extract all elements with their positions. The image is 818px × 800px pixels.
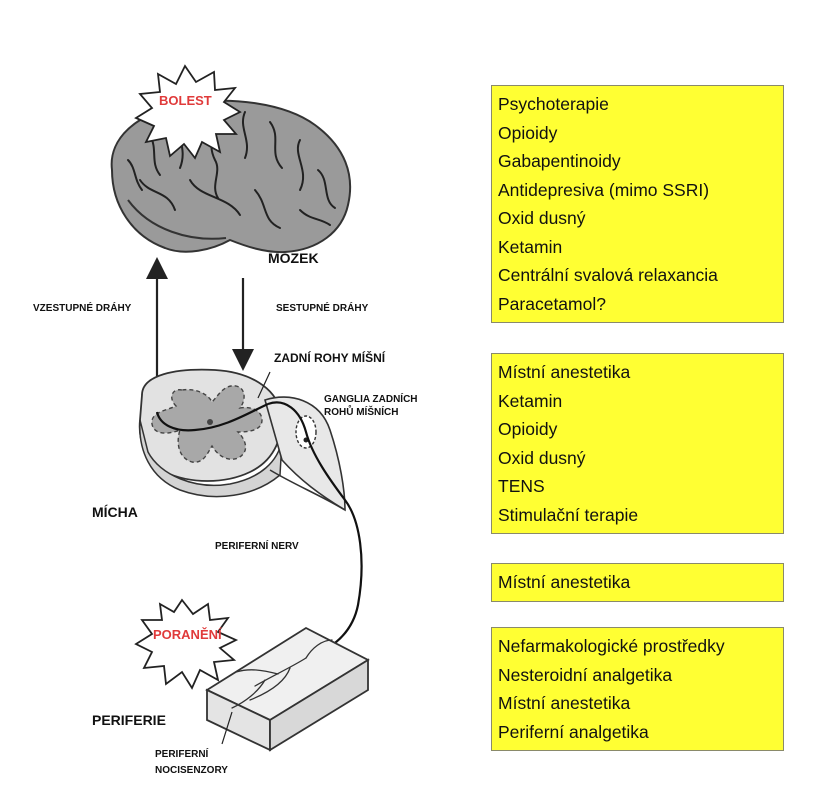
list-item: Ketamin [498,390,563,411]
descending-tracts-label: SESTUPNÉ DRÁHY [276,303,369,314]
list-item: Centrální svalová relaxancia [498,265,718,285]
list-item: Gabapentinoidy [498,151,621,171]
ascending-tract-line [155,402,269,432]
list-item: Místní anestetika [498,572,631,592]
dorsal-horns-label: ZADNÍ ROHY MÍŠNÍ [274,351,386,365]
list-item: Opioidy [498,122,558,143]
list-item: TENS [498,476,545,496]
list-item: Nesteroidní analgetika [498,664,673,685]
list-item: Oxid dusný [498,447,586,468]
list-item: Psychoterapie [498,94,609,114]
list-item: Oxid dusný [498,208,586,228]
mozek-label: MOZEK [268,250,319,266]
list-item: Antidepresiva (mimo SSRI) [498,179,710,200]
list-item: Místní anestetika [498,362,631,382]
peripheral-nerve-label: PERIFERNÍ NERV [215,541,299,552]
poraneni-label: PORANĚNÍ [153,627,222,642]
list-item: Ketamin [498,236,563,257]
skin-tissue-block [205,626,370,752]
ganglia-label-line1: GANGLIA ZADNÍCH [324,394,418,405]
nociceptors-leader [221,711,233,745]
list-item: Nefarmakologické prostředky [498,636,725,656]
bolest-burst [134,64,242,160]
periphery-treatments-box: Nefarmakologické prostředky Nesteroidní … [491,627,784,751]
micha-label: MÍCHA [92,504,138,520]
bolest-label: BOLEST [159,93,212,108]
nociceptors-label-line1: PERIFERNÍ [155,749,209,760]
list-item: Periferní analgetika [498,721,649,742]
nociceptors-label-line2: NOCISENZORY [155,765,228,776]
list-item: Opioidy [498,419,558,439]
list-item: Stimulační terapie [498,504,639,525]
list-item: Paracetamol? [498,293,606,314]
spinal-cord-illustration [138,368,346,512]
periferie-label: PERIFERIE [92,712,166,728]
nerve-treatments-box: Místní anestetika [491,563,784,602]
list-item: Místní anestetika [498,693,631,713]
ascending-tracts-label: VZESTUPNÉ DRÁHY [33,303,132,314]
zadni-rohy-leader [257,371,271,399]
brain-treatments-box: Psychoterapie Opioidy Gabapentinoidy Ant… [491,85,784,323]
ganglia-label-line2: ROHŮ MÍŠNÍCH [324,407,399,418]
spinal-treatments-box: Místní anestetika Ketamin Opioidy Oxid d… [491,353,784,534]
poraneni-burst [134,598,239,690]
peripheral-nerve-line [267,401,363,660]
